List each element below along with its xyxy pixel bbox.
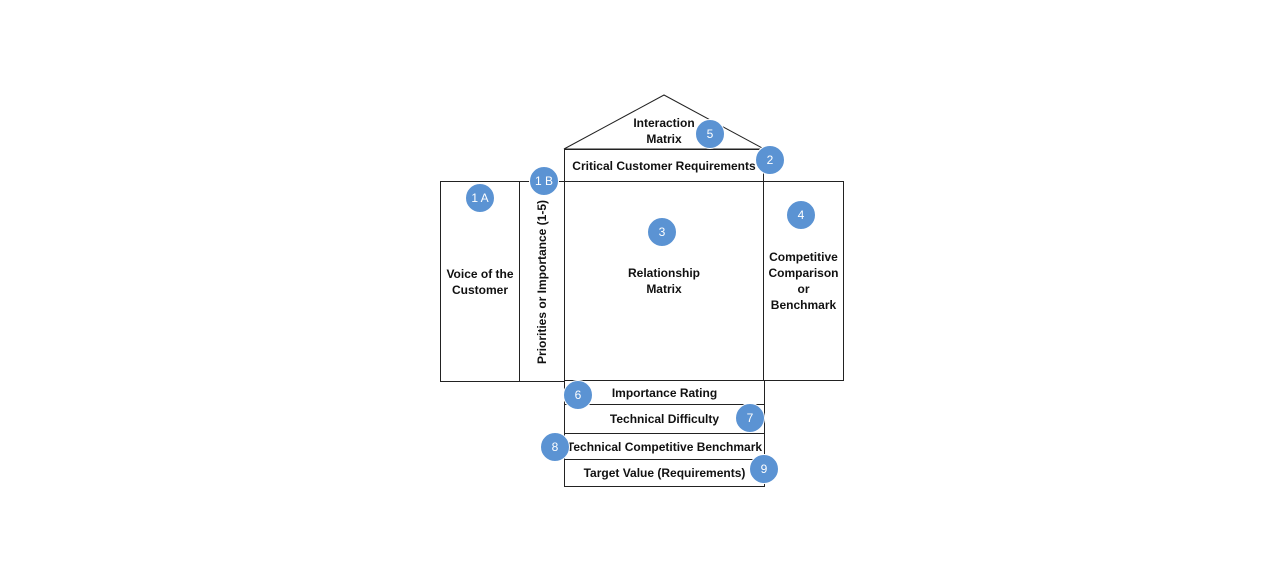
voice-of-customer-box: Voice of the Customer	[440, 181, 520, 382]
competitive-line3: or	[797, 282, 810, 296]
voice-of-customer-line2: Customer	[451, 282, 508, 297]
badge-1a: 1 A	[465, 183, 495, 213]
relationship-matrix-box: Relationship Matrix	[564, 181, 764, 381]
voice-of-customer-line1: Voice of the	[446, 266, 514, 281]
badge-2: 2	[755, 145, 785, 175]
interaction-matrix-line1: Interaction	[633, 116, 695, 130]
importance-rating-box: Importance Rating	[564, 380, 765, 405]
priorities-label: Priorities or Importance (1-5)	[535, 199, 549, 364]
badge-8: 8	[540, 432, 570, 462]
relationship-matrix-line1: Relationship	[627, 266, 700, 280]
badge-1b: 1 B	[529, 166, 559, 196]
relationship-matrix-line2: Matrix	[646, 282, 682, 296]
competitive-line1: Competitive	[769, 250, 838, 264]
target-value-box: Target Value (Requirements)	[564, 459, 765, 487]
interaction-matrix-label: Interaction Matrix	[614, 115, 714, 147]
badge-9: 9	[749, 454, 779, 484]
competitive-line2: Comparison	[768, 266, 839, 280]
technical-competitive-benchmark-label: Technical Competitive Benchmark	[566, 439, 763, 454]
critical-customer-requirements-label: Critical Customer Requirements	[572, 158, 756, 173]
priorities-box: Priorities or Importance (1-5)	[519, 181, 565, 382]
badge-6: 6	[563, 380, 593, 410]
badge-4: 4	[786, 200, 816, 230]
competitive-comparison-box: Competitive Comparison or Benchmark	[763, 181, 844, 381]
target-value-label: Target Value (Requirements)	[583, 466, 746, 480]
technical-difficulty-label: Technical Difficulty	[609, 412, 720, 426]
technical-difficulty-box: Technical Difficulty	[564, 404, 765, 434]
badge-7: 7	[735, 403, 765, 433]
competitive-line4: Benchmark	[770, 298, 837, 312]
technical-competitive-benchmark-box: Technical Competitive Benchmark	[564, 433, 765, 460]
critical-customer-requirements-box: Critical Customer Requirements	[564, 149, 764, 182]
badge-5: 5	[695, 119, 725, 149]
interaction-matrix-line2: Matrix	[646, 132, 682, 146]
importance-rating-label: Importance Rating	[611, 385, 718, 400]
badge-3: 3	[647, 217, 677, 247]
